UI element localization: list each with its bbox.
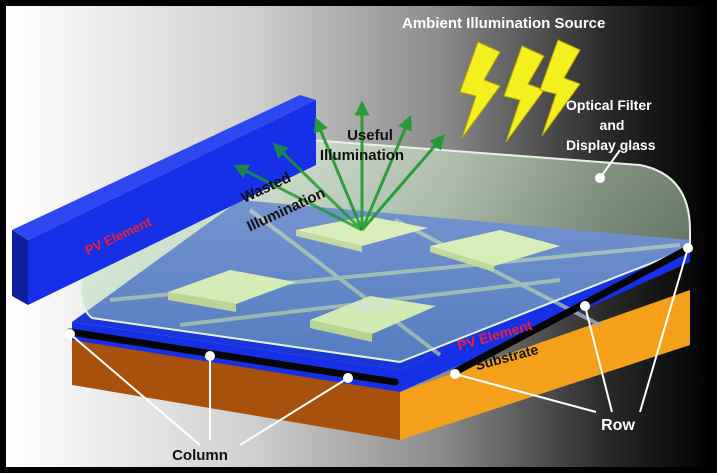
- oled-label: OLED: [355, 297, 394, 313]
- optical-filter-and-label: and: [600, 117, 625, 133]
- useful-illumination-label-1: Useful: [347, 127, 393, 144]
- row-label: Row: [601, 417, 635, 434]
- pv-element-left-front: [28, 100, 316, 305]
- display-glass-label: Display glass: [566, 137, 656, 153]
- lightning-bolt-icon: [459, 41, 501, 139]
- ambient-source-label: Ambient Illumination Source: [402, 15, 605, 32]
- column-label: Column: [172, 447, 228, 464]
- substrate-front-right: [400, 290, 690, 440]
- lightning-bolt-icon: [539, 39, 581, 137]
- pv-element-left-top: [12, 95, 316, 240]
- pv-frame-right-edge: [400, 240, 690, 392]
- useful-illumination-label-2: Illumination: [320, 147, 404, 164]
- lightning-bolt-icon: [503, 45, 545, 143]
- callout-lines: [69, 149, 689, 446]
- ambient-light-bolts: [459, 39, 581, 143]
- useful-illumination-arrows: [313, 100, 445, 231]
- optical-filter-label: Optical Filter: [566, 97, 652, 113]
- substrate-front-left: [72, 335, 400, 440]
- pv-element-left-side: [12, 230, 28, 305]
- callout-dots: [65, 173, 693, 383]
- wasted-illumination-arrows: [233, 142, 364, 232]
